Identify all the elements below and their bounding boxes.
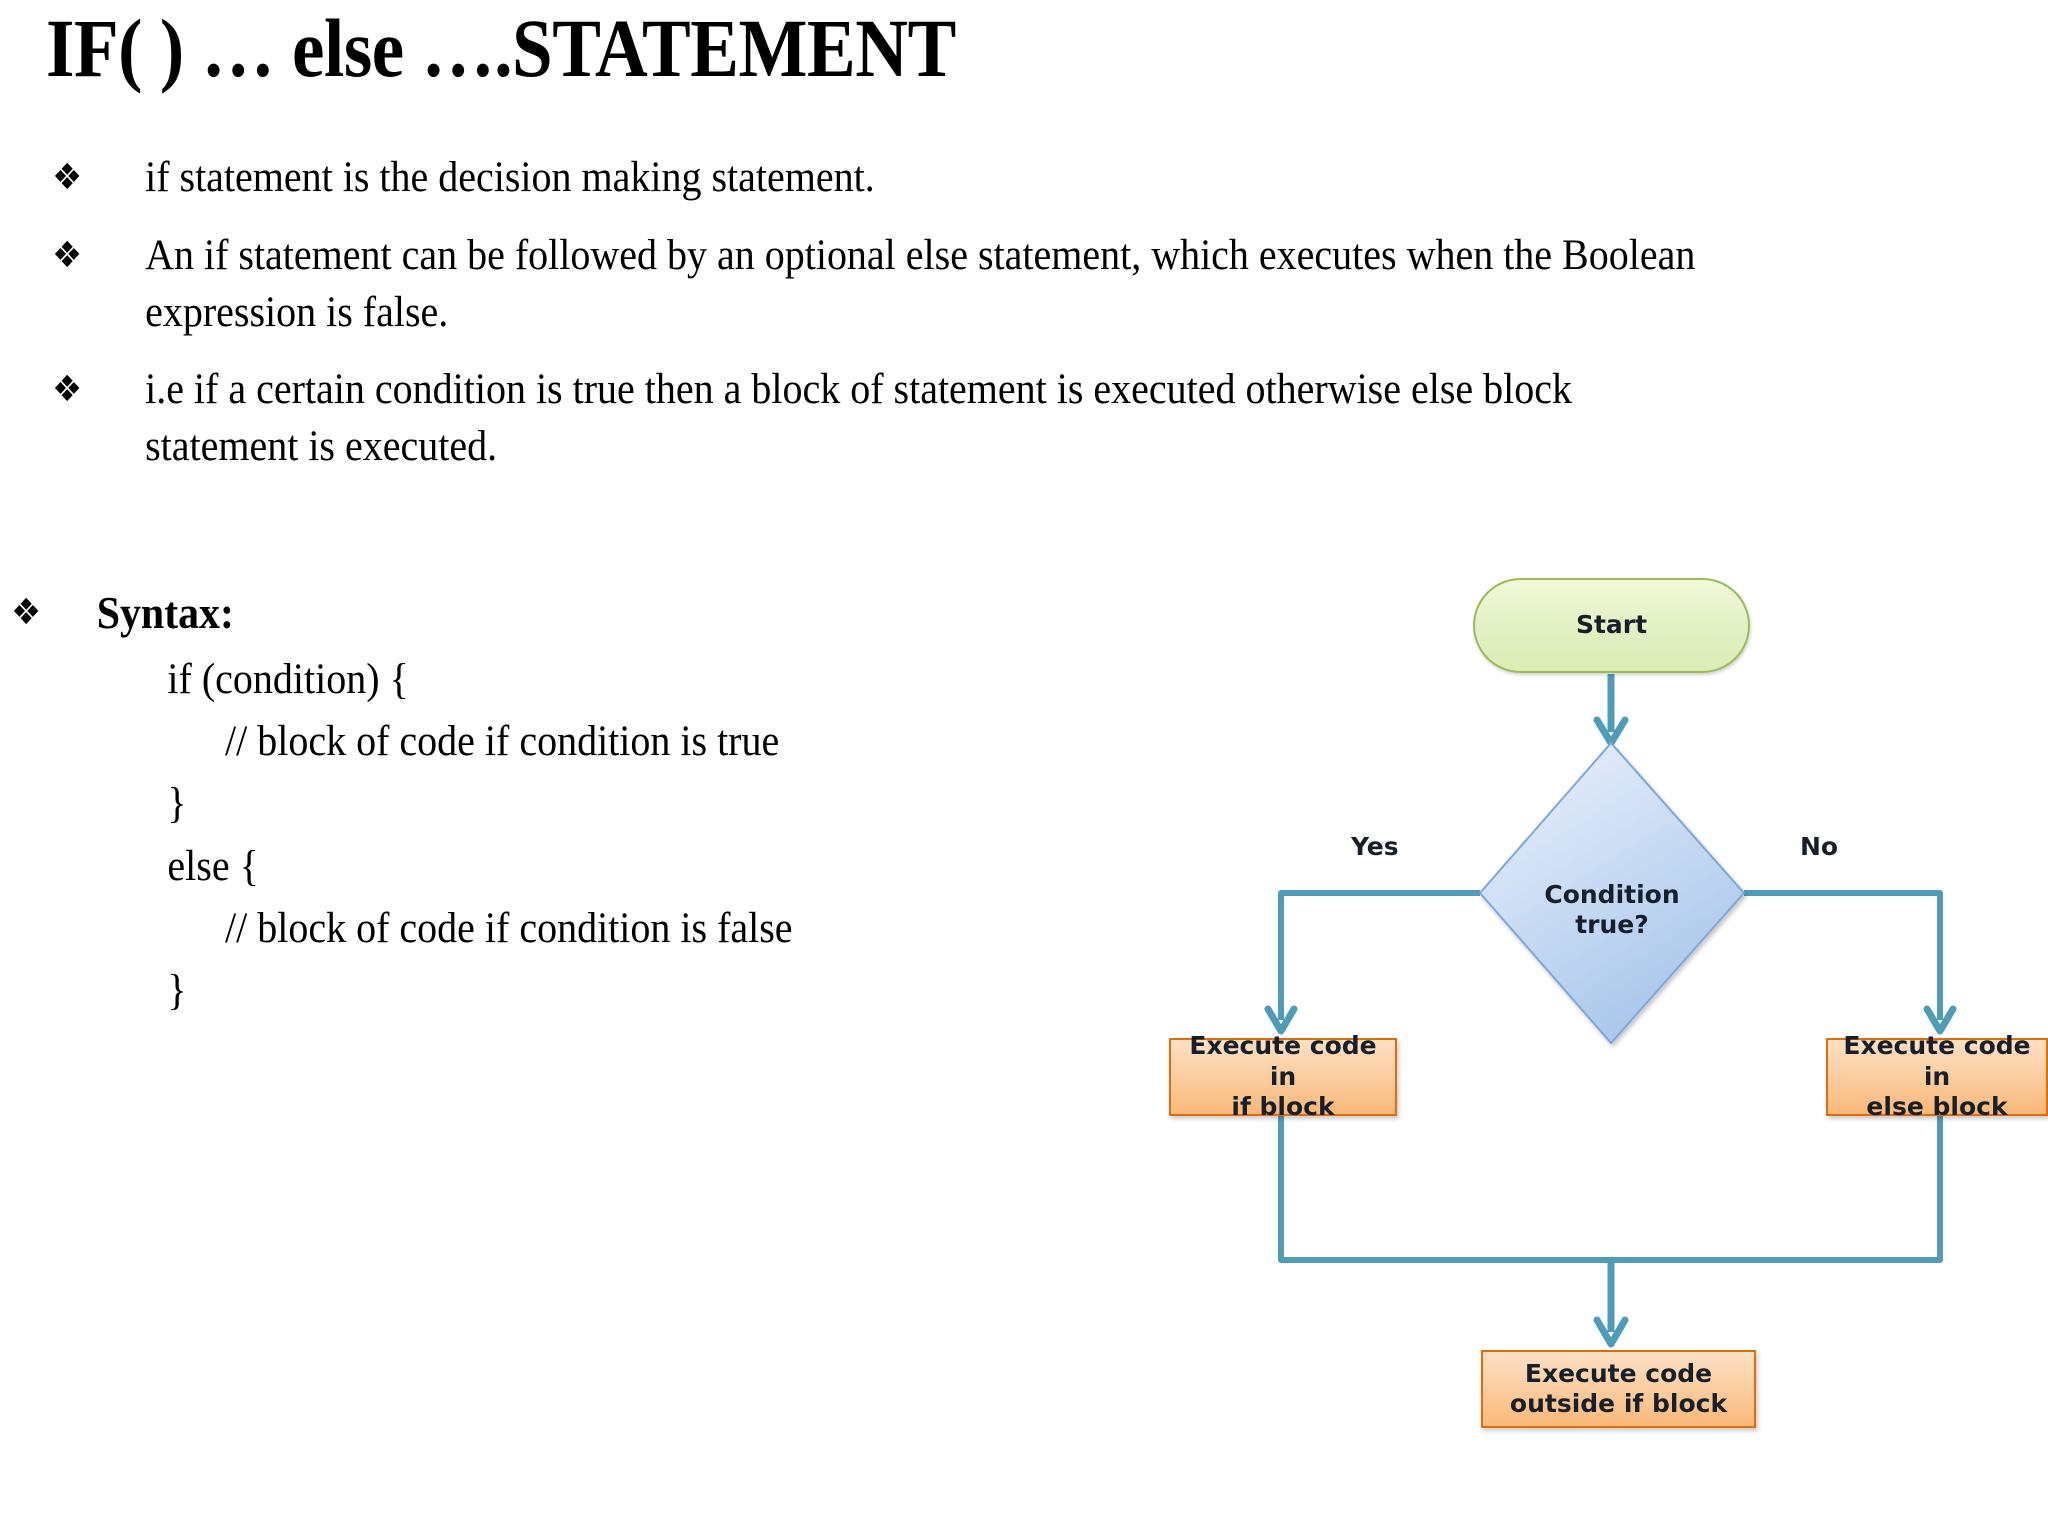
flow-node-start[interactable]: Start bbox=[1473, 578, 1750, 673]
flow-node-outside-block-line1: Execute code bbox=[1524, 1358, 1713, 1388]
code-line: } bbox=[167, 780, 187, 828]
syntax-heading: ❖ Syntax: bbox=[0, 584, 1116, 643]
flow-node-condition-label-line1: Condition bbox=[1544, 879, 1680, 909]
diamond-bullet-icon: ❖ bbox=[52, 369, 83, 411]
flow-node-if-block[interactable]: Execute code in if block bbox=[1169, 1031, 1397, 1121]
flowchart-connectors bbox=[1264, 674, 1957, 1348]
list-item: ❖ An if statement can be followed by an … bbox=[0, 228, 1748, 342]
diamond-bullet-icon: ❖ bbox=[52, 157, 83, 198]
diamond-bullet-icon: ❖ bbox=[52, 234, 83, 276]
list-item-text: if statement is the decision making stat… bbox=[145, 154, 875, 201]
bullet-list: ❖ if statement is the decision making st… bbox=[0, 150, 1880, 497]
diamond-bullet-icon: ❖ bbox=[11, 592, 42, 633]
syntax-block: ❖ Syntax: if (condition) { // block of c… bbox=[0, 584, 1200, 1023]
flow-node-outside-block-line2: outside if block bbox=[1509, 1389, 1728, 1418]
flow-node-if-block-line1: Execute code in bbox=[1189, 1031, 1377, 1091]
code-line: // block of code if condition is true bbox=[225, 717, 780, 765]
flow-node-if-block-line2: if block bbox=[1231, 1092, 1335, 1122]
flow-node-else-block-line2: else block bbox=[1866, 1092, 2008, 1122]
list-item-text: An if statement can be followed by an op… bbox=[145, 231, 1696, 336]
code-listing: if (condition) { // block of code if con… bbox=[0, 649, 1116, 1023]
flow-node-else-block[interactable]: Execute code in else block bbox=[1826, 1031, 2048, 1121]
edge-label-no: No bbox=[1800, 832, 1839, 861]
code-line: // block of code if condition is false bbox=[225, 904, 793, 952]
code-line: if (condition) { bbox=[167, 655, 409, 703]
code-line: else { bbox=[167, 842, 259, 890]
page-title: IF( ) … else ….STATEMENT bbox=[46, 2, 956, 94]
flow-node-outside-block[interactable]: Execute code outside if block bbox=[1481, 1350, 1756, 1428]
edge-label-yes: Yes bbox=[1351, 832, 1399, 861]
list-item: ❖ i.e if a certain condition is true the… bbox=[0, 362, 1748, 476]
flow-node-condition[interactable]: Condition true? bbox=[1480, 850, 1744, 970]
flow-node-condition-label-line2: true? bbox=[1575, 910, 1649, 939]
flowchart: Start Condition true? Yes No Execute cod… bbox=[1150, 560, 2048, 1428]
flow-node-start-label: Start bbox=[1575, 610, 1648, 640]
list-item: ❖ if statement is the decision making st… bbox=[0, 150, 1748, 207]
code-line: } bbox=[167, 967, 187, 1015]
list-item-text: i.e if a certain condition is true then … bbox=[145, 366, 1573, 470]
syntax-heading-label: Syntax: bbox=[96, 588, 234, 638]
flow-node-else-block-line1: Execute code in bbox=[1843, 1031, 2031, 1091]
